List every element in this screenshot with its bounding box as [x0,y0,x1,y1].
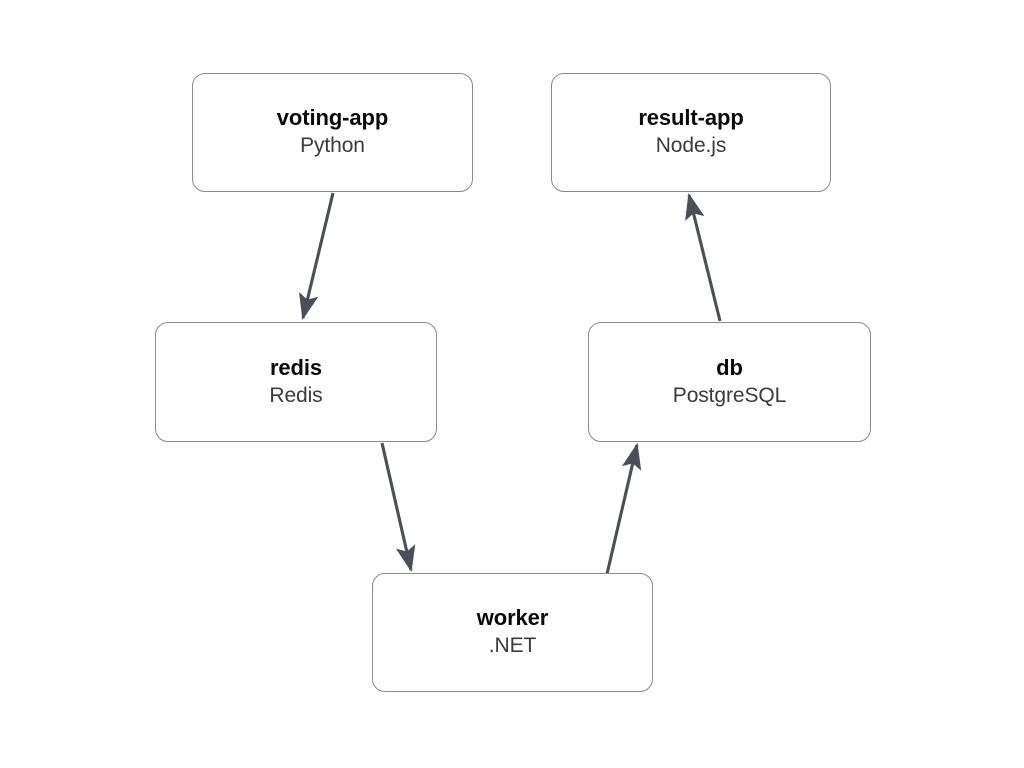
edge-voting-app-to-redis [298,192,335,321]
node-title: worker [476,605,549,631]
edge-group [298,192,722,575]
edge-redis-to-worker [380,442,416,573]
node-title: voting-app [276,105,389,131]
node-worker[interactable]: worker .NET [372,573,653,692]
node-subtitle: Node.js [655,134,727,158]
node-title: result-app [638,105,744,131]
edge-db-to-result-app [685,192,722,322]
node-subtitle: Redis [269,383,323,407]
node-db[interactable]: db PostgreSQL [588,322,871,442]
node-title: db [716,354,743,380]
node-redis[interactable]: redis Redis [155,322,437,442]
node-title: redis [269,354,323,380]
node-result-app[interactable]: result-app Node.js [551,73,831,192]
node-subtitle: PostgreSQL [672,383,787,407]
edge-worker-to-db [605,442,642,575]
node-voting-app[interactable]: voting-app Python [192,73,473,192]
node-subtitle: Python [300,134,365,158]
node-subtitle: .NET [488,634,537,658]
